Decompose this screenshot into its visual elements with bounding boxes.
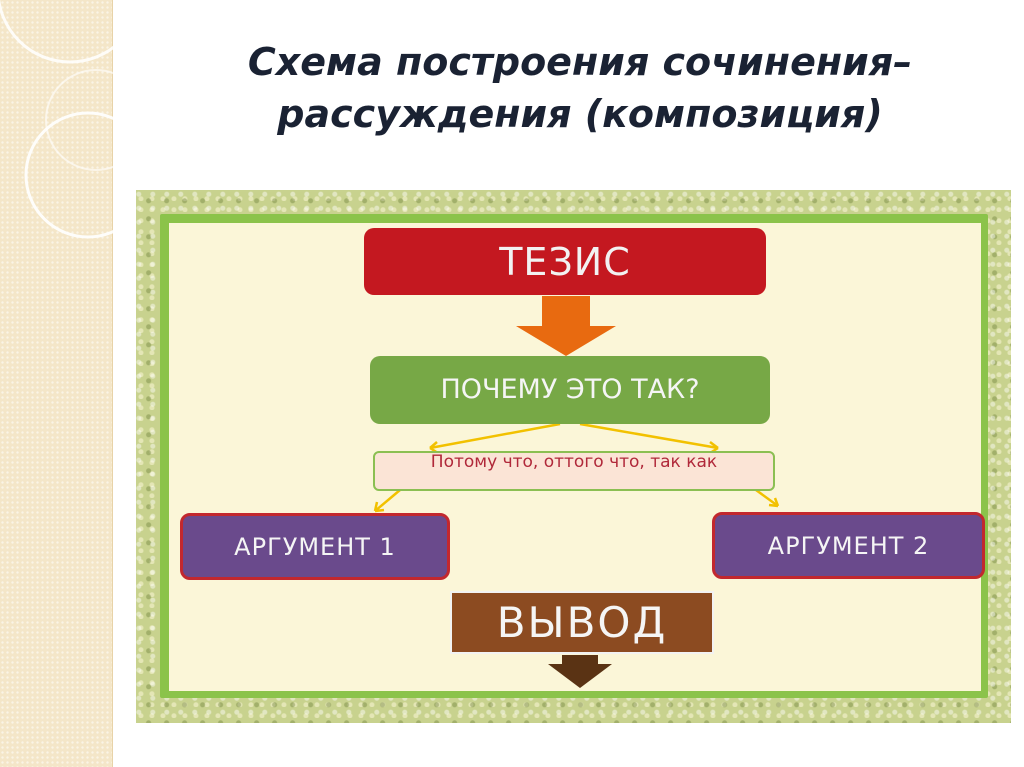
argument-1-box: АРГУМЕНТ 1 [180, 513, 450, 580]
conclusion-box: ВЫВОД [450, 591, 714, 654]
argument-1-label: АРГУМЕНТ 1 [234, 532, 396, 561]
slide-title-line-1: Схема построения сочинения– [247, 40, 913, 84]
argument-2-box: АРГУМЕНТ 2 [712, 512, 985, 579]
conclusion-label: ВЫВОД [496, 598, 668, 647]
slide-title-line-2: рассуждения (композиция) [277, 92, 883, 136]
thesis-label: ТЕЗИС [499, 239, 631, 284]
slide-title: Схема построения сочинения– рассуждения … [150, 36, 1010, 140]
decorative-circles [0, 0, 140, 239]
question-label: ПОЧЕМУ ЭТО ТАК? [440, 374, 700, 405]
argument-2-label: АРГУМЕНТ 2 [767, 531, 930, 560]
decorative-side-strip [0, 0, 113, 767]
thesis-box: ТЕЗИС [364, 228, 766, 295]
question-box: ПОЧЕМУ ЭТО ТАК? [370, 356, 770, 424]
connectors-box: Потому что, оттого что, так как [373, 451, 775, 491]
connectors-label: Потому что, оттого что, так как [430, 452, 718, 472]
